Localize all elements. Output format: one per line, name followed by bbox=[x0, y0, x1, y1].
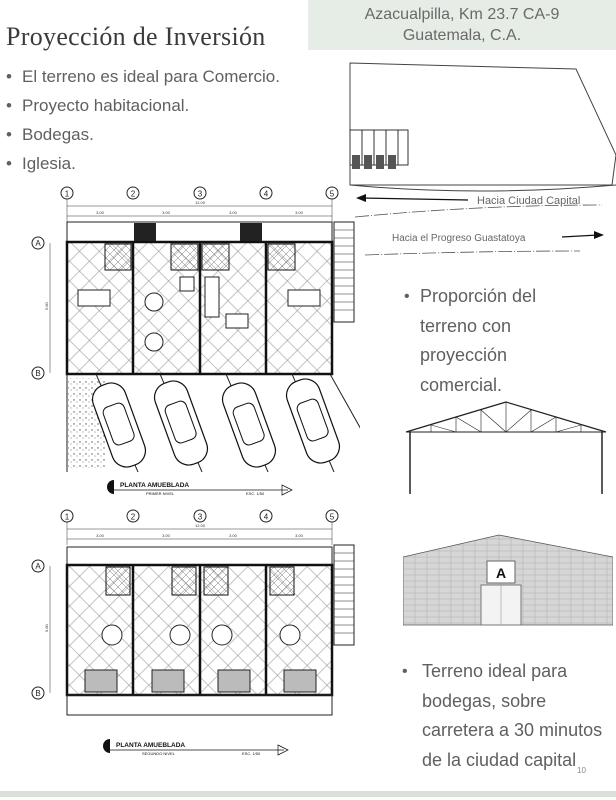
arrow-to-capital-icon bbox=[359, 197, 469, 201]
parking-area bbox=[66, 373, 360, 473]
svg-text:PLANTA AMUEBLADA: PLANTA AMUEBLADA bbox=[116, 742, 185, 749]
car-icon bbox=[285, 378, 341, 464]
location-line-2: Guatemala, C.A. bbox=[402, 27, 522, 44]
car-icon bbox=[91, 382, 147, 468]
svg-text:3.00: 3.00 bbox=[96, 533, 105, 538]
warehouse-door-label: A bbox=[496, 565, 506, 581]
svg-text:3.00: 3.00 bbox=[162, 533, 171, 538]
side-dimension: 5.80 bbox=[44, 623, 49, 632]
svg-text:3: 3 bbox=[198, 190, 203, 199]
svg-text:3.00: 3.00 bbox=[229, 210, 238, 215]
text-line: terreno con bbox=[420, 315, 512, 336]
warehouse-sign bbox=[486, 560, 516, 584]
svg-text:3.00: 3.00 bbox=[162, 210, 171, 215]
svg-text:ESC. 1/50: ESC. 1/50 bbox=[246, 491, 265, 496]
svg-text:3.00: 3.00 bbox=[295, 210, 304, 215]
warehouse-suitability-text: •Terreno ideal para bodegas, sobre carre… bbox=[402, 657, 612, 775]
arrow-to-progreso-icon bbox=[561, 234, 599, 238]
bullet-line: •Terreno ideal para bbox=[402, 661, 568, 681]
svg-text:5: 5 bbox=[330, 190, 335, 199]
bullet-item: •El terreno es ideal para Comercio. bbox=[6, 67, 280, 86]
text-line: comercial. bbox=[420, 374, 503, 395]
bed-icon bbox=[151, 669, 185, 693]
text-line: bodegas, sobre bbox=[422, 690, 547, 711]
arrow-head-left-icon bbox=[356, 194, 366, 202]
bullet-list: •El terreno es ideal para Comercio. •Pro… bbox=[6, 62, 280, 178]
road-upper bbox=[354, 204, 603, 218]
bed-icon bbox=[283, 669, 317, 693]
arrow-head-right-icon bbox=[594, 231, 604, 239]
text-line: de la ciudad capital bbox=[422, 749, 577, 770]
road-lower bbox=[364, 250, 581, 256]
svg-text:SEGUNDO NIVEL: SEGUNDO NIVEL bbox=[142, 751, 176, 756]
svg-text:ESC. 1/50: ESC. 1/50 bbox=[242, 751, 261, 756]
site-plan-drawing: Hacia Ciudad Capital Hacia el Progreso G… bbox=[349, 62, 616, 256]
commercial-proportion-text: •Proporción del terreno con proyección c… bbox=[404, 282, 616, 400]
location-box: Azacualpilla, Km 23.7 CA-9 Guatemala, C.… bbox=[308, 0, 616, 50]
svg-text:1: 1 bbox=[65, 190, 70, 199]
axis-letter-a: A bbox=[35, 562, 41, 571]
text-line: proyección bbox=[420, 345, 508, 365]
warehouse-elevation-drawing: A bbox=[403, 534, 613, 626]
svg-text:4: 4 bbox=[264, 513, 269, 522]
location-line-1: Azacualpilla, Km 23.7 CA-9 bbox=[364, 6, 560, 23]
stairs bbox=[333, 221, 355, 323]
svg-text:1: 1 bbox=[65, 513, 70, 522]
axis-letter-a: A bbox=[35, 239, 41, 248]
car-icon bbox=[153, 380, 209, 466]
bullet-item: •Iglesia. bbox=[6, 154, 76, 173]
total-dimension: 12.00 bbox=[195, 200, 206, 205]
svg-text:4: 4 bbox=[264, 190, 269, 199]
svg-text:5: 5 bbox=[330, 513, 335, 522]
page-number: 10 bbox=[577, 766, 586, 775]
bullet-item: •Proyecto habitacional. bbox=[6, 96, 190, 115]
stairs bbox=[333, 544, 355, 646]
bullet-item: •Bodegas. bbox=[6, 125, 94, 144]
side-dimension: 5.80 bbox=[44, 301, 49, 310]
plan-caption: PLANTA AMUEBLADA PRIMER NIVEL ESC. 1/50 bbox=[107, 480, 293, 496]
svg-text:PLANTA AMUEBLADA: PLANTA AMUEBLADA bbox=[120, 482, 189, 489]
axis-letter-b: B bbox=[35, 369, 40, 378]
axis-number-bubbles: 1 2 3 4 5 bbox=[60, 186, 339, 200]
bottom-rule bbox=[0, 791, 616, 797]
bullet-line: •Proporción del bbox=[404, 286, 537, 306]
arrow-to-progreso-label: Hacia el Progreso Guastatoya bbox=[392, 233, 526, 244]
svg-text:3.00: 3.00 bbox=[295, 533, 304, 538]
axis-number-bubbles: 1 2 3 4 5 bbox=[60, 509, 339, 523]
floor-plan-first-level: 1 2 3 4 5 12.00 3.00 3.00 3.00 3.00 A B … bbox=[31, 186, 360, 496]
bed-icon bbox=[217, 669, 251, 693]
plan-caption: PLANTA AMUEBLADA SEGUNDO NIVEL ESC. 1/50 bbox=[103, 739, 289, 756]
car-icon bbox=[221, 382, 277, 468]
svg-text:2: 2 bbox=[131, 513, 136, 522]
svg-text:3.00: 3.00 bbox=[229, 533, 238, 538]
total-dimension: 12.00 bbox=[195, 523, 206, 528]
site-lot-buildings bbox=[349, 129, 409, 169]
svg-text:3: 3 bbox=[198, 513, 203, 522]
axis-letter-b: B bbox=[35, 689, 40, 698]
floor-plan-second-level: 1 2 3 4 5 12.00 3.00 3.00 3.00 3.00 A B … bbox=[31, 509, 355, 756]
svg-text:PRIMER NIVEL: PRIMER NIVEL bbox=[146, 491, 175, 496]
page-title: Proyección de Inversión bbox=[6, 22, 266, 51]
svg-text:2: 2 bbox=[131, 190, 136, 199]
truss-elevation-drawing bbox=[405, 401, 607, 494]
text-line: carretera a 30 minutos bbox=[422, 720, 603, 740]
svg-text:3.00: 3.00 bbox=[96, 210, 105, 215]
bed-icon bbox=[84, 669, 118, 693]
arrow-to-capital-label: Hacia Ciudad Capital bbox=[477, 195, 580, 207]
